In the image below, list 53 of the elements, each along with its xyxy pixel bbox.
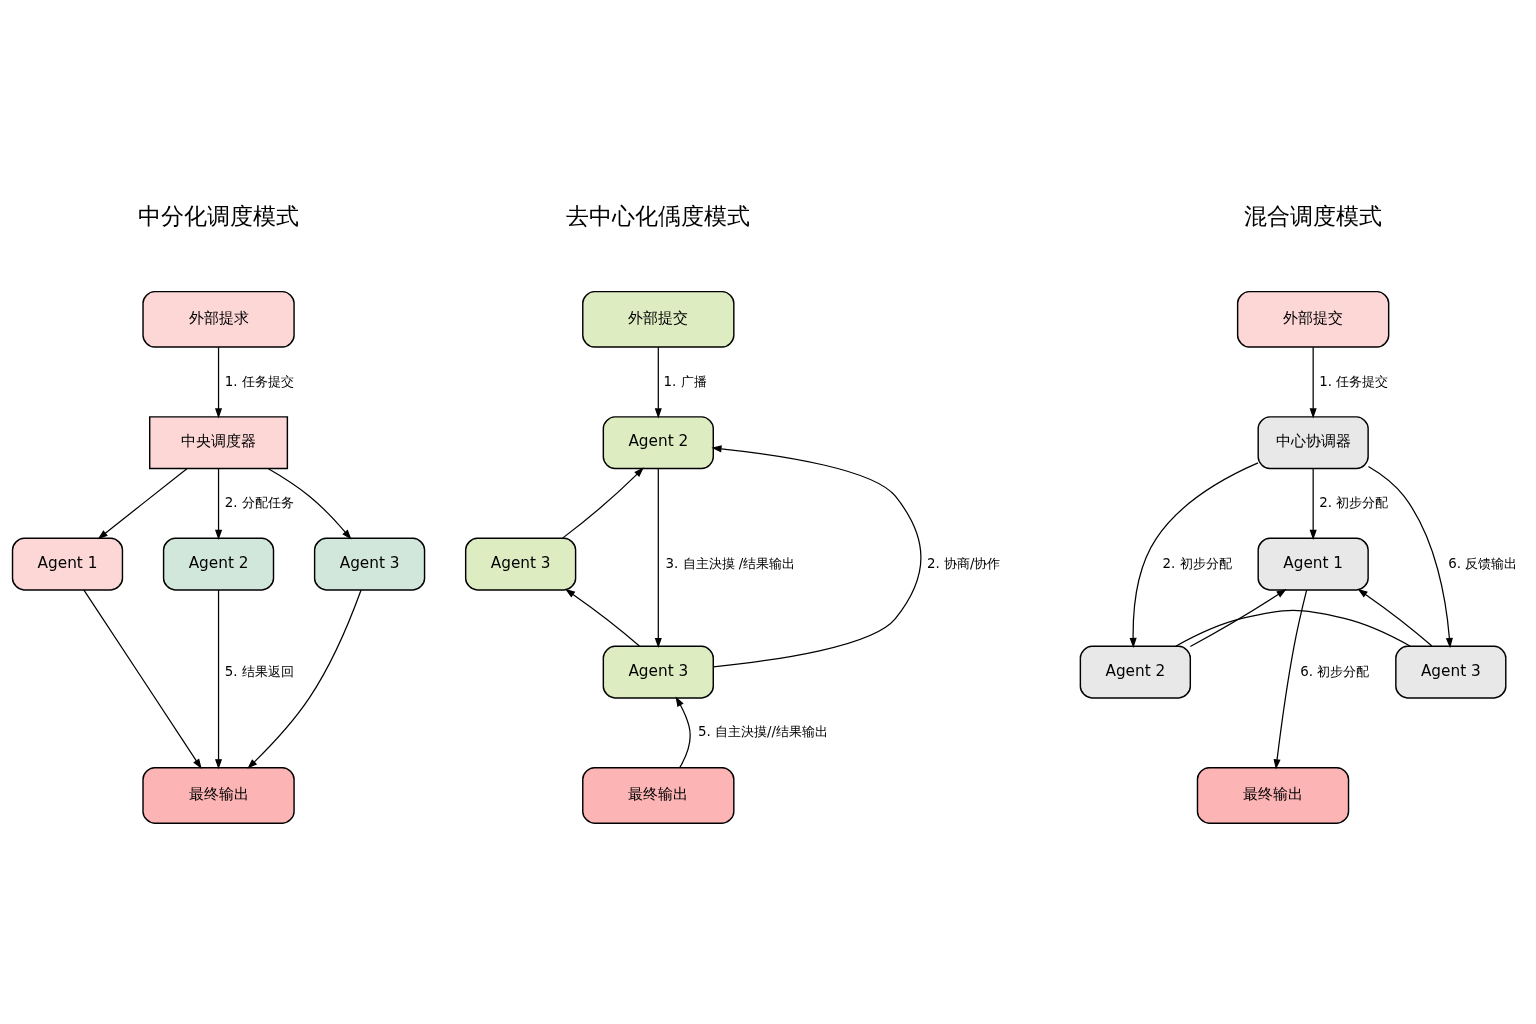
arrow <box>654 468 662 649</box>
edge-label: 2. 分配任务 <box>224 494 294 510</box>
node-box: 外部提求 <box>142 290 295 348</box>
node-box: 外部提交 <box>1236 290 1390 348</box>
arrow <box>1367 465 1453 649</box>
arrow <box>564 588 640 647</box>
node-box: Agent 2 <box>602 416 714 470</box>
node-box: 中央调度器 <box>149 416 289 470</box>
node-box: 最终输出 <box>1196 767 1350 824</box>
node-box: Agent 3 <box>464 537 577 591</box>
edge-label: 2. 初步分配 <box>1162 555 1232 571</box>
node-box: Agent 1 <box>1257 537 1369 591</box>
node-box: 最终输出 <box>142 767 295 824</box>
arrow <box>1273 589 1308 770</box>
arrow <box>675 696 691 769</box>
arrow <box>215 468 223 540</box>
node-box: Agent 3 <box>602 645 714 699</box>
arrow <box>247 589 362 769</box>
edge-label: 1. 广播 <box>663 373 707 389</box>
arrow <box>1309 468 1317 540</box>
edge-label: 2. 初步分配 <box>1319 494 1389 510</box>
connector <box>1175 609 1412 647</box>
edge-label: 6. 反馈输出 <box>1448 555 1518 571</box>
node-box: 中心协调器 <box>1257 416 1369 470</box>
arrow <box>711 445 922 668</box>
node-box: 外部提交 <box>582 290 735 348</box>
edge-label: 6. 初步分配 <box>1300 663 1370 679</box>
edge-label: 1. 任务提交 <box>1319 373 1389 389</box>
arrow <box>1129 462 1259 649</box>
arrow <box>1189 588 1287 648</box>
edge-label: 2. 协商/协作 <box>926 555 1001 571</box>
edge-label: 5. 结果返回 <box>224 663 294 679</box>
edge-label: 1. 任务提交 <box>224 373 294 389</box>
node-box: Agent 3 <box>313 537 426 591</box>
node-box: Agent 2 <box>1079 645 1192 699</box>
arrow <box>83 589 202 769</box>
arrow <box>1357 588 1433 647</box>
arrow <box>267 467 352 540</box>
edge-label: 3. 自主決摸 /结果输出 <box>665 555 796 571</box>
arrow <box>1309 346 1317 419</box>
edge-label: 5. 自主決摸//结果输出 <box>697 724 828 740</box>
arrow <box>215 589 223 770</box>
arrow <box>654 346 662 419</box>
arrow <box>215 346 223 419</box>
node-box: Agent 1 <box>11 537 124 591</box>
arrow <box>561 467 644 539</box>
label: 中分化调度模式 <box>138 202 300 229</box>
label: 混合调度模式 <box>1244 202 1383 229</box>
arrow <box>97 468 188 540</box>
node-box: Agent 2 <box>162 537 275 591</box>
label: 去中心化偊度模式 <box>566 202 751 229</box>
node-box: Agent 3 <box>1395 645 1507 699</box>
node-box: 最终输出 <box>582 767 735 824</box>
